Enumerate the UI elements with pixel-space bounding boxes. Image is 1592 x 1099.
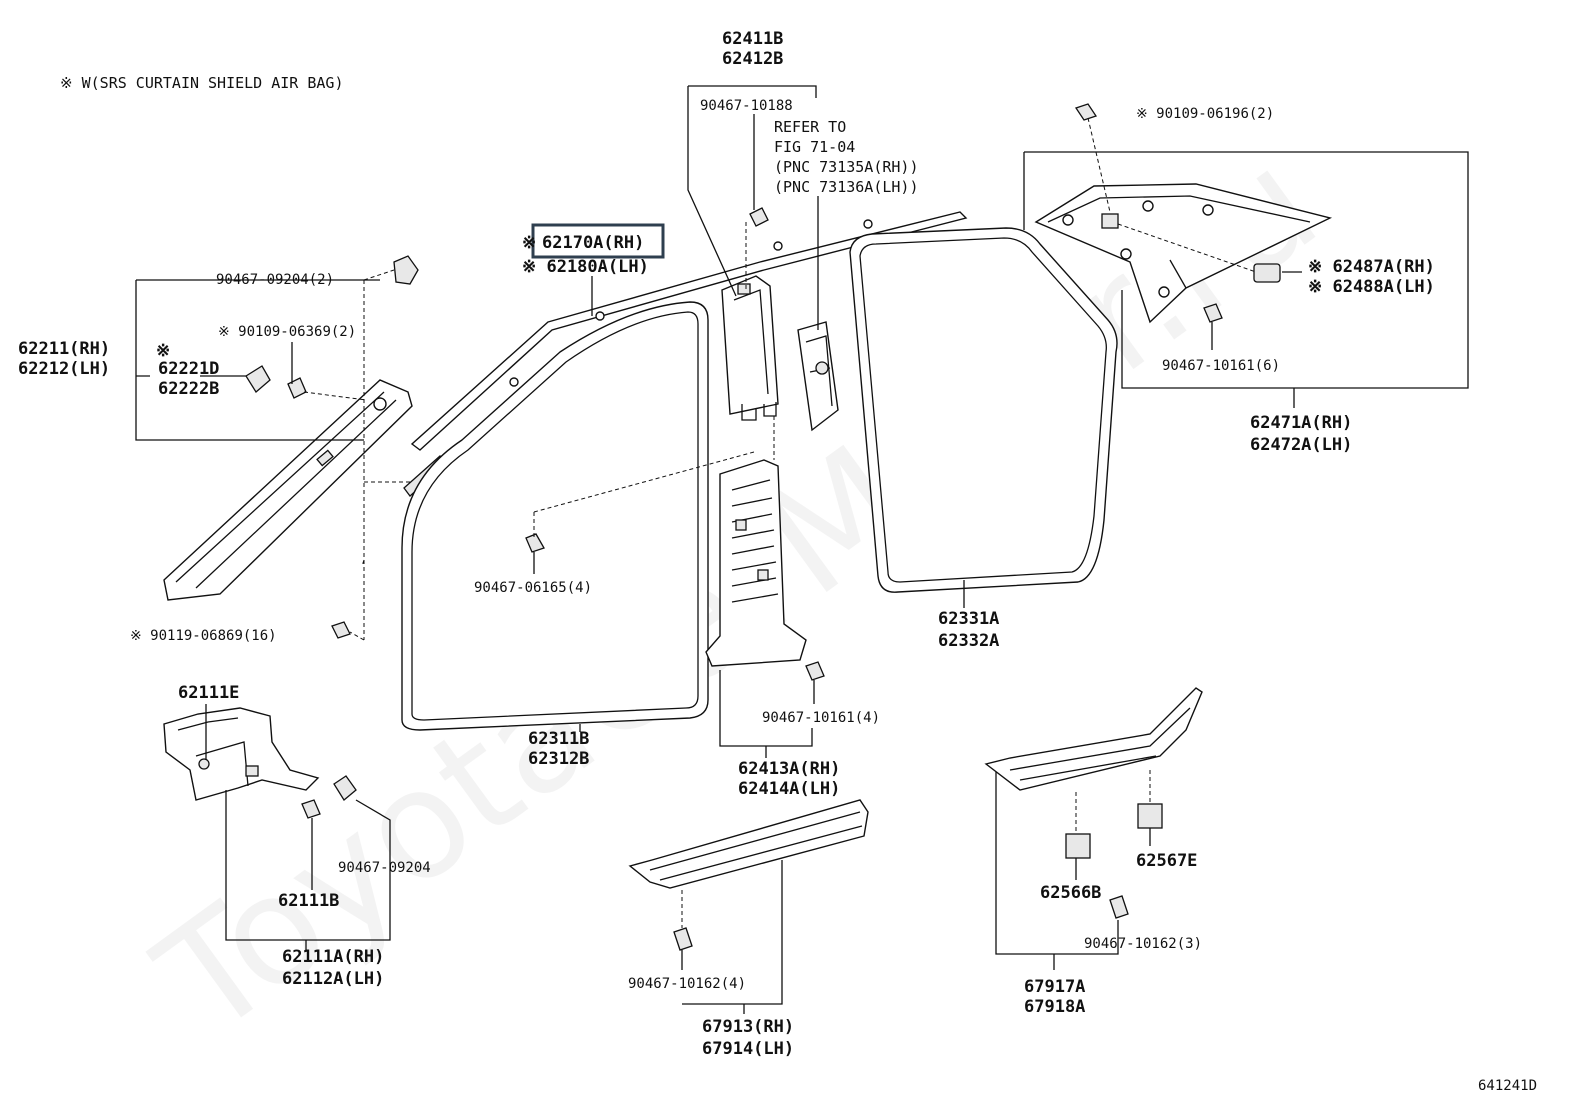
garnish-cap-62487A <box>1253 263 1281 283</box>
label-62111E[interactable]: 62111E <box>178 683 239 703</box>
label-90467-10162-4[interactable]: 90467-10162(4) <box>628 976 746 992</box>
label-62211[interactable]: 62211(RH) <box>18 339 110 359</box>
center-pillar-lower-garnish-part <box>705 459 807 667</box>
label-62472A[interactable]: 62472A(LH) <box>1250 435 1352 455</box>
rear-door-weatherstrip-inner <box>859 237 1107 583</box>
garnish-clip-part <box>863 219 873 229</box>
refer-text-4: (PNC 73136A(LH)) <box>774 178 919 196</box>
cowl-side-trim-part <box>163 707 320 801</box>
garnish-clip-part <box>773 241 783 251</box>
label-62112A[interactable]: 62112A(LH) <box>282 969 384 989</box>
inner-garnish-clip <box>1062 214 1074 226</box>
label-62414A[interactable]: 62414A(LH) <box>738 779 840 799</box>
label-90119-06869[interactable]: ※ 90119-06869(16) <box>130 628 277 644</box>
label-90467-10161-6[interactable]: 90467-10161(6) <box>1162 358 1280 374</box>
label-62331A[interactable]: 62331A <box>938 609 999 629</box>
seat-belt-cover-part <box>797 321 839 432</box>
front-scuff-plate-edge <box>649 811 863 881</box>
label-67913[interactable]: 67913(RH) <box>702 1017 794 1037</box>
figure-id: 641241D <box>1478 1078 1537 1094</box>
label-90467-10162-3[interactable]: 90467-10162(3) <box>1084 936 1202 952</box>
inner-garnish-clip <box>1120 248 1132 260</box>
label-62412B[interactable]: 62412B <box>722 49 783 69</box>
label-62170A[interactable]: 62170A(RH) <box>542 233 644 253</box>
seat-belt-anchor <box>815 361 829 375</box>
rear-scuff-plate-edge <box>1009 707 1191 781</box>
garnish-clip-62221D <box>245 365 271 393</box>
label-62488A[interactable]: ※ 62488A(LH) <box>1308 277 1435 297</box>
label-67918A[interactable]: 67918A <box>1024 997 1085 1017</box>
note-text: ※ W(SRS CURTAIN SHIELD AIR BAG) <box>60 74 344 92</box>
rear-door-weatherstrip-part <box>849 227 1118 593</box>
label-62566B[interactable]: 62566B <box>1040 883 1101 903</box>
label-62170A-mark: ※ <box>522 233 536 253</box>
leader-lines <box>135 85 1469 1014</box>
garnish-clip-part <box>595 311 605 321</box>
label-90109-06196[interactable]: ※ 90109-06196(2) <box>1136 106 1274 122</box>
center-pillar-upper-garnish-edge <box>733 289 777 421</box>
label-62222B[interactable]: 62222B <box>158 379 219 399</box>
front-pillar-garnish-part <box>163 379 413 601</box>
inner-garnish-clip <box>1158 286 1170 298</box>
highlight-box <box>531 223 665 259</box>
label-62567E[interactable]: 62567E <box>1136 851 1197 871</box>
label-90467-09204[interactable]: 90467-09204 <box>338 860 431 876</box>
inner-garnish-clip <box>1202 204 1214 216</box>
label-90467-06165[interactable]: 90467-06165(4) <box>474 580 592 596</box>
label-90467-10161-4[interactable]: 90467-10161(4) <box>762 710 880 726</box>
label-90109-06369[interactable]: ※ 90109-06369(2) <box>218 324 356 340</box>
cowl-clip-part <box>198 758 210 770</box>
refer-text-3: (PNC 73135A(RH)) <box>774 158 919 176</box>
cowl-clip-part <box>245 765 259 777</box>
front-scuff-plate-part <box>628 799 869 889</box>
inner-garnish-clip <box>1142 200 1154 212</box>
label-67917A[interactable]: 67917A <box>1024 977 1085 997</box>
front-pillar-garnish-edge <box>175 391 397 589</box>
lower-garnish-clip <box>735 519 747 531</box>
center-pillar-clip-part <box>737 283 751 295</box>
label-62212[interactable]: 62212(LH) <box>18 359 110 379</box>
label-62411B[interactable]: 62411B <box>722 29 783 49</box>
label-62221D-mark: ※ <box>156 341 170 361</box>
pillar-clip-part <box>373 397 387 411</box>
refer-text-1: REFER TO <box>774 118 846 136</box>
label-62332A[interactable]: 62332A <box>938 631 999 651</box>
front-door-weatherstrip-inner <box>411 311 699 721</box>
label-62180A[interactable]: ※ 62180A(LH) <box>522 257 649 277</box>
label-90467-09204-2[interactable]: 90467-09204(2) <box>216 272 334 288</box>
pillar-clip-part <box>316 449 334 467</box>
label-62471A[interactable]: 62471A(RH) <box>1250 413 1352 433</box>
center-pillar-lower-garnish-ribs <box>731 479 779 603</box>
label-62311B[interactable]: 62311B <box>528 729 589 749</box>
label-62111A[interactable]: 62111A(RH) <box>282 947 384 967</box>
garnish-clip-part <box>509 377 519 387</box>
roof-side-inner-garnish-edge <box>1047 195 1311 289</box>
label-90467-10188[interactable]: 90467-10188 <box>700 98 793 114</box>
roof-garnish-part <box>410 211 968 451</box>
lower-garnish-clip <box>757 569 769 581</box>
front-door-weatherstrip-part <box>401 301 709 731</box>
center-pillar-upper-garnish-part <box>721 275 779 415</box>
label-62312B[interactable]: 62312B <box>528 749 589 769</box>
cowl-clip-62111B <box>333 775 357 801</box>
label-62413A[interactable]: 62413A(RH) <box>738 759 840 779</box>
refer-text-2[interactable]: FIG 71-04 <box>774 138 855 156</box>
label-62111B[interactable]: 62111B <box>278 891 339 911</box>
inner-garnish-clip <box>1101 213 1119 229</box>
rear-scuff-plate-part <box>984 687 1203 791</box>
label-67914[interactable]: 67914(LH) <box>702 1039 794 1059</box>
label-62487A[interactable]: ※ 62487A(RH) <box>1308 257 1435 277</box>
label-62221D[interactable]: 62221D <box>158 359 219 379</box>
